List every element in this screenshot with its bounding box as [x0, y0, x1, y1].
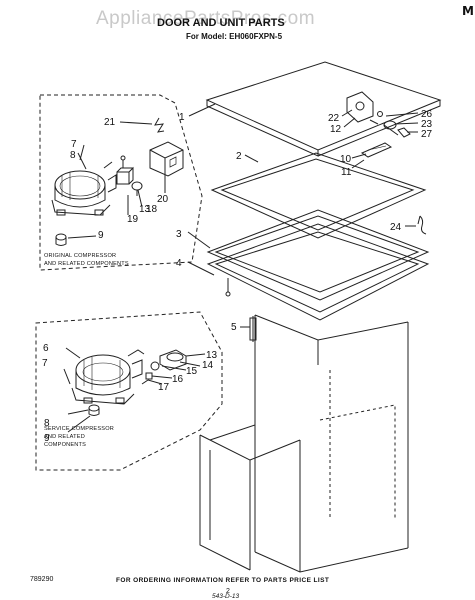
lock-parts-23-27	[377, 111, 411, 138]
service-compressor-drawing	[71, 349, 145, 405]
service-compressor-box	[35, 311, 223, 471]
breaker-part-4	[206, 223, 430, 321]
callout-21: 21	[104, 117, 116, 128]
callout-24: 24	[390, 222, 402, 233]
page-number: 2	[226, 588, 230, 595]
diagram-title: DOOR AND UNIT PARTS	[157, 17, 285, 29]
callout-17: 17	[158, 382, 170, 393]
watermark-text: AppliancePartsPros.com	[96, 8, 316, 29]
callout-4: 4	[176, 258, 182, 269]
bottom-code: 543-D-13	[212, 593, 240, 600]
callout-11: 11	[341, 167, 352, 178]
service-box-label-3: COMPONENTS	[44, 442, 87, 448]
part-5-strip	[249, 316, 257, 342]
corner-mark: M	[462, 4, 474, 18]
callout-9-bottom: 9	[44, 433, 50, 444]
callout-26: 26	[421, 109, 433, 120]
callout-22: 22	[328, 113, 340, 124]
callout-2: 2	[236, 151, 242, 162]
service-box-label-1: SERVICE COMPRESSOR	[44, 426, 115, 432]
callout-12: 12	[330, 124, 342, 135]
callout-19: 19	[127, 214, 139, 225]
terminal-cover-part-20	[149, 141, 184, 177]
lid-part-1	[205, 61, 442, 157]
grommet-part-9-service	[88, 404, 100, 416]
spring-part-24	[417, 215, 427, 235]
ordering-note: FOR ORDERING INFORMATION REFER TO PARTS …	[116, 577, 330, 584]
callout-9-top: 9	[98, 230, 104, 241]
callout-5: 5	[231, 322, 237, 333]
callout-23: 23	[421, 119, 433, 130]
service-box-label-2: AND RELATED	[44, 434, 85, 440]
callout-14: 14	[202, 360, 214, 371]
callout-8-top: 8	[70, 150, 76, 161]
original-box-label-1: ORIGINAL COMPRESSOR	[44, 253, 117, 259]
callout-27: 27	[421, 129, 433, 140]
hinge-part-22	[346, 91, 379, 125]
callout-10: 10	[340, 154, 352, 165]
model-line: For Model: EH060FXPN-5	[186, 32, 283, 41]
callout-13-bottom: 13	[206, 350, 218, 361]
service-parts-13-17	[141, 349, 187, 385]
callout-numbers: 1 2 3 4 5 6 7 7 8 8 9 9 10 11 12 13 13 1…	[42, 109, 433, 444]
callout-20: 20	[157, 194, 169, 205]
relay-part-19	[116, 155, 134, 185]
latch-part-10	[360, 142, 393, 158]
overload-part-18	[131, 181, 143, 196]
callout-6: 6	[43, 343, 49, 354]
callout-18: 18	[146, 204, 158, 215]
callout-1: 1	[179, 112, 185, 123]
clip-part-21	[154, 117, 165, 133]
cabinet-drawing	[199, 314, 409, 573]
callout-15: 15	[186, 366, 198, 377]
callout-3: 3	[176, 229, 182, 240]
callout-7-bottom: 7	[42, 358, 48, 369]
original-box-label-2: AND RELATED COMPONENTS	[44, 261, 129, 267]
grommet-part-9	[55, 233, 67, 246]
callout-8-bottom: 8	[44, 418, 50, 429]
drawing-code: 789290	[30, 576, 54, 583]
callout-16: 16	[172, 374, 184, 385]
gasket-part-3	[206, 209, 430, 301]
callout-13-top: 13	[139, 204, 151, 215]
original-compressor-drawing	[51, 161, 117, 216]
door-liner-part-2	[210, 152, 427, 239]
original-compressor-box	[39, 94, 203, 271]
callout-7-top: 7	[71, 139, 77, 150]
